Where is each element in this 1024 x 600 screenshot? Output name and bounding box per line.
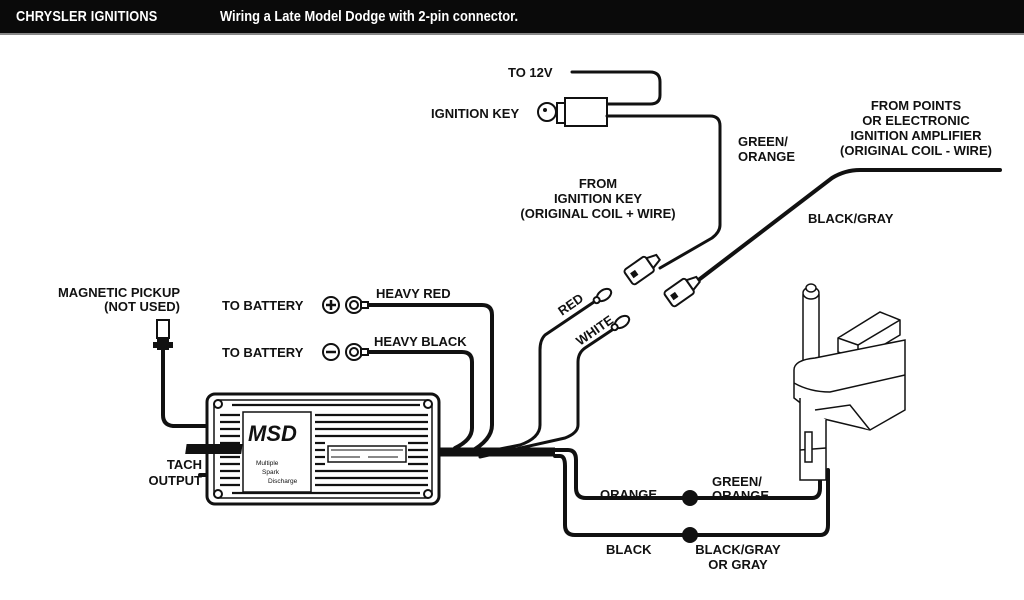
wire-white (478, 328, 614, 459)
box-id-plate (327, 445, 407, 463)
label-from-ignition-key-2: IGNITION KEY (554, 191, 642, 206)
label-from-points-4: (ORIGINAL COIL - WIRE) (840, 143, 992, 158)
label-from-ignition-key-3: (ORIGINAL COIL + WIRE) (520, 206, 675, 221)
splice-orange (682, 490, 698, 506)
label-orange: ORANGE (600, 487, 657, 502)
msd-desc-1: Multiple (256, 460, 279, 467)
msd-logo-panel (242, 411, 312, 493)
magnetic-pickup-connector (153, 319, 212, 428)
wire-heavy-red (364, 303, 494, 454)
label-green-orange-bottom-1: GREEN/ (712, 474, 762, 489)
label-to-12v: TO 12V (508, 65, 553, 80)
wire-heavy-black (364, 350, 474, 450)
key-hole-icon (543, 108, 547, 112)
wire-to-12v (570, 70, 662, 106)
ignition-coil (793, 283, 906, 481)
diagram-title-bar: CHRYSLER IGNITIONS Wiring a Late Model D… (0, 0, 1024, 35)
label-to-battery-negative: TO BATTERY (222, 345, 304, 360)
key-collar (556, 102, 566, 124)
wire-orange (553, 448, 822, 500)
msd-logo: MSD (248, 421, 297, 446)
label-magnetic-pickup-2: (NOT USED) (104, 299, 180, 314)
label-ignition-key: IGNITION KEY (431, 106, 519, 121)
brand-title: CHRYSLER IGNITIONS (16, 8, 158, 25)
msd-ignition-box: MSD IGNITION Multiple Spark Discharge (185, 392, 441, 506)
label-heavy-red: HEAVY RED (376, 286, 451, 301)
label-from-ignition-key-1: FROM (579, 176, 617, 191)
battery-negative-terminal (322, 343, 369, 361)
splice-black (682, 527, 698, 543)
label-black-gray-top: BLACK/GRAY (808, 211, 894, 226)
female-connector-ignition-key (623, 253, 661, 286)
ignition-switch-body (564, 97, 608, 127)
diagram-subtitle: Wiring a Late Model Dodge with 2-pin con… (220, 8, 519, 25)
label-tach-output-2: OUTPUT (149, 473, 203, 488)
label-red: RED (555, 290, 586, 318)
male-terminal-white (610, 314, 631, 332)
label-tach-output-1: TACH (167, 457, 202, 472)
wire-red (468, 300, 596, 457)
wire-black (553, 454, 830, 537)
label-black-gray-bottom-2: OR GRAY (708, 557, 768, 572)
label-from-points-2: OR ELECTRONIC (862, 113, 970, 128)
label-to-battery-positive: TO BATTERY (222, 298, 304, 313)
label-magnetic-pickup-1: MAGNETIC PICKUP (58, 285, 180, 300)
label-green-orange-top-2: ORANGE (738, 149, 795, 164)
label-black-gray-bottom-1: BLACK/GRAY (695, 542, 781, 557)
label-from-points-3: IGNITION AMPLIFIER (851, 128, 983, 143)
female-connector-points (663, 275, 701, 308)
label-from-points-1: FROM POINTS (871, 98, 962, 113)
msd-logo-band (185, 444, 243, 454)
msd-desc-2: Spark (262, 469, 280, 476)
cooling-fins (220, 403, 428, 495)
msd-desc-3: Discharge (268, 478, 298, 485)
label-black: BLACK (606, 542, 652, 557)
battery-positive-terminal (322, 296, 369, 314)
ignition-key-switch (537, 70, 722, 270)
wire-black-gray-top (690, 168, 1002, 287)
wire-magnetic-pickup (161, 348, 212, 428)
msd-logo-sub: IGNITION (252, 445, 288, 454)
label-green-orange-bottom-2: ORANGE (712, 488, 769, 503)
coil-terminal (804, 431, 813, 463)
key-head-icon (537, 102, 557, 122)
wire-green-orange-top (605, 114, 722, 270)
label-green-orange-top-1: GREEN/ (738, 134, 788, 149)
label-heavy-black: HEAVY BLACK (374, 334, 467, 349)
